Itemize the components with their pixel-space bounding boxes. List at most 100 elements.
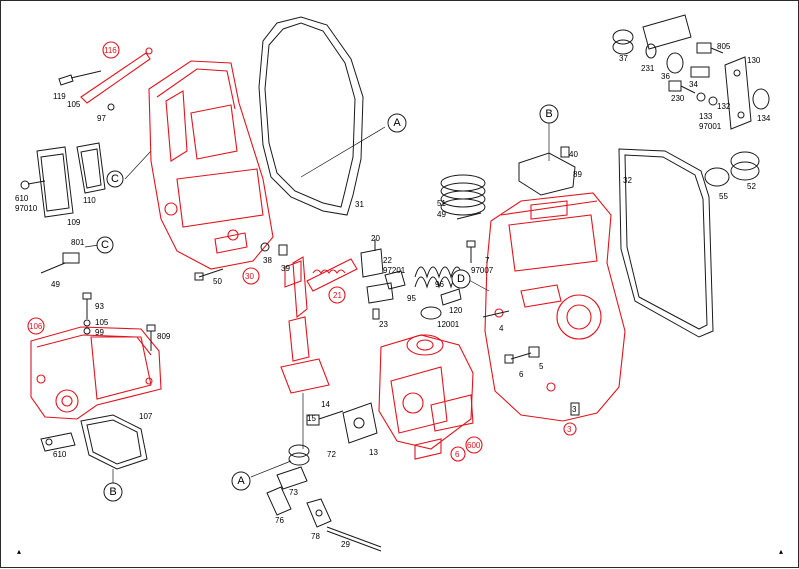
label-130: 130 bbox=[747, 56, 761, 65]
label-600-ring bbox=[465, 436, 483, 454]
label-7: 7 bbox=[485, 256, 490, 265]
label-51: 51 bbox=[437, 199, 446, 208]
label-3: 3 bbox=[567, 425, 572, 434]
label-76: 76 bbox=[275, 516, 284, 525]
label-55: 55 bbox=[719, 192, 728, 201]
screw-805 bbox=[696, 42, 724, 54]
label-230: 230 bbox=[671, 94, 685, 103]
cover-32 bbox=[618, 148, 714, 338]
label-119: 119 bbox=[53, 92, 66, 101]
label-105b: 105 bbox=[95, 318, 109, 327]
label-96: 96 bbox=[435, 280, 444, 289]
label-133: 133 bbox=[699, 112, 713, 121]
corner-mark-left: ▴ bbox=[17, 547, 21, 556]
label-134: 134 bbox=[757, 114, 771, 123]
plug-52 bbox=[730, 151, 760, 181]
label-97010: 97010 bbox=[15, 204, 38, 213]
rod-29 bbox=[326, 526, 382, 552]
label-40: 40 bbox=[569, 150, 578, 159]
seal-38 bbox=[260, 242, 270, 252]
svg-text:A: A bbox=[393, 117, 401, 129]
label-801: 801 bbox=[71, 238, 85, 247]
screw-6b bbox=[504, 352, 532, 364]
pump-element-6 bbox=[378, 334, 474, 460]
cover-plate-109 bbox=[36, 146, 74, 218]
gasket-31 bbox=[258, 16, 364, 216]
screw-119 bbox=[58, 70, 102, 86]
label-50: 50 bbox=[213, 277, 222, 286]
label-3-ring bbox=[563, 422, 577, 436]
ring-36 bbox=[666, 52, 684, 74]
label-23: 23 bbox=[379, 320, 388, 329]
label-97: 97 bbox=[97, 114, 106, 123]
lever-76 bbox=[266, 486, 292, 516]
label-610b: 610 bbox=[53, 450, 67, 459]
label-36: 36 bbox=[661, 72, 670, 81]
label-29: 29 bbox=[341, 540, 350, 549]
label-box-3 bbox=[570, 402, 580, 416]
fitting-12001 bbox=[420, 306, 442, 320]
screw-4 bbox=[482, 310, 510, 318]
label-99: 99 bbox=[95, 328, 104, 337]
label-52: 52 bbox=[747, 182, 756, 191]
callout-A-top: A bbox=[300, 113, 407, 178]
screw-50 bbox=[194, 268, 224, 281]
washer-132 bbox=[696, 92, 706, 102]
label-15: 15 bbox=[307, 414, 316, 423]
seal-231 bbox=[645, 43, 657, 59]
svg-text:D: D bbox=[457, 273, 465, 285]
label-116: 116 bbox=[104, 46, 117, 55]
label-610a: 610 bbox=[15, 194, 29, 203]
label-97007: 97007 bbox=[471, 266, 494, 275]
label-106: 106 bbox=[29, 322, 43, 331]
label-107: 107 bbox=[139, 412, 153, 421]
plate-13 bbox=[342, 402, 378, 444]
gasket-107 bbox=[80, 414, 148, 470]
bracket-89 bbox=[518, 146, 576, 196]
label-12001: 12001 bbox=[437, 320, 460, 329]
slider-95 bbox=[384, 270, 406, 290]
coil-51 bbox=[440, 174, 486, 216]
label-6: 6 bbox=[455, 450, 460, 459]
gasket-110 bbox=[76, 142, 106, 194]
screw-809 bbox=[146, 324, 156, 351]
label-5: 5 bbox=[539, 362, 544, 371]
callout-C-mid: C bbox=[84, 236, 114, 254]
fitting-801 bbox=[40, 252, 80, 274]
label-6b: 6 bbox=[519, 370, 524, 379]
label-600: 600 bbox=[467, 441, 481, 450]
label-109: 109 bbox=[67, 218, 81, 227]
block-23 bbox=[366, 282, 394, 320]
label-89: 89 bbox=[573, 170, 582, 179]
washer-133 bbox=[708, 96, 718, 106]
ring-134 bbox=[752, 88, 770, 110]
washer-97 bbox=[107, 103, 115, 111]
svg-text:C: C bbox=[111, 173, 119, 185]
lever-73 bbox=[276, 466, 308, 490]
screw-49b bbox=[456, 212, 482, 220]
label-30-ring bbox=[242, 267, 260, 285]
label-20: 20 bbox=[371, 234, 380, 243]
sleeve-72 bbox=[288, 444, 310, 466]
housing-106 bbox=[30, 326, 162, 420]
label-30: 30 bbox=[245, 272, 254, 281]
label-4: 4 bbox=[499, 324, 504, 333]
label-49b: 49 bbox=[437, 210, 446, 219]
corner-mark-right: ▴ bbox=[779, 547, 783, 556]
label-231: 231 bbox=[641, 64, 655, 73]
plug-37 bbox=[612, 29, 634, 55]
label-22: 22 bbox=[383, 256, 392, 265]
label-21: 21 bbox=[333, 291, 342, 300]
label-39: 39 bbox=[281, 264, 290, 273]
label-105a: 105 bbox=[67, 100, 81, 109]
lever-78 bbox=[306, 498, 332, 528]
linkage-21 bbox=[280, 256, 358, 394]
label-97001: 97001 bbox=[699, 122, 722, 131]
tag-231 bbox=[642, 14, 692, 50]
seal-55 bbox=[704, 167, 730, 187]
screw-93 bbox=[82, 292, 92, 335]
callout-B-left: B bbox=[103, 469, 123, 502]
nut-5 bbox=[528, 346, 540, 358]
